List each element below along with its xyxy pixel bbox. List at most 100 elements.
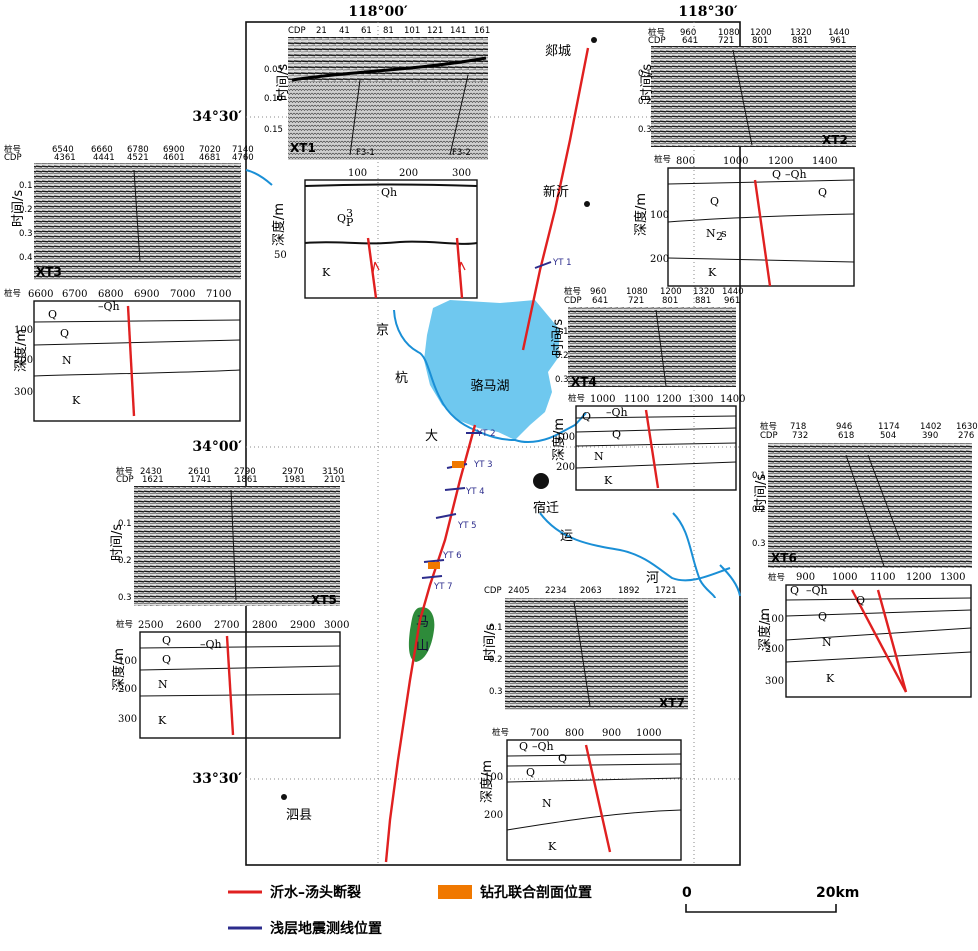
svg-text:桩号: 桩号 [654,154,671,165]
svg-text:桩号: 桩号 [4,144,21,155]
svg-text:1861: 1861 [236,475,258,485]
svg-text:100: 100 [484,772,503,783]
legend: 沂水–汤头断裂 钻孔联合剖面位置 浅层地震测线位置 0 20km [228,884,859,937]
svg-text:2970: 2970 [282,467,304,477]
svg-text:1741: 1741 [190,475,212,485]
svg-text:深度/m: 深度/m [757,608,773,651]
svg-text:276: 276 [958,431,974,441]
svg-text:1000: 1000 [636,728,661,739]
svg-text:200: 200 [118,684,137,695]
svg-text:1200: 1200 [656,394,681,405]
svg-text:桩号: 桩号 [768,572,785,583]
scale-20km: 20km [816,885,859,901]
river-east [672,512,716,599]
svg-text:1981: 1981 [284,475,306,485]
xt7-section [505,598,688,710]
svg-text:Q: Q [818,610,827,623]
city-xinyi: 新沂 [543,184,569,200]
svg-text:深度/m: 深度/m [551,418,567,461]
svg-text:7020: 7020 [199,145,221,155]
xt2-section [651,46,856,147]
svg-text:1320: 1320 [693,287,715,297]
svg-text:Q: Q [612,428,621,441]
svg-text:0.10: 0.10 [264,94,283,104]
svg-text:Q: Q [790,584,799,597]
svg-text:1200: 1200 [750,28,772,38]
svg-text:XT5: XT5 [311,593,337,607]
svg-text:0.2: 0.2 [19,205,33,215]
xt6-section [768,443,972,568]
yt7-label: YT 7 [433,582,453,592]
svg-text:0.2: 0.2 [118,556,132,566]
svg-text:0.3: 0.3 [118,593,132,603]
svg-text:6660: 6660 [91,145,113,155]
canal-label-jing: 京 [376,323,389,338]
svg-text:时间/s: 时间/s [483,624,498,661]
jinghang-canal-north [393,309,587,443]
svg-text:700: 700 [530,728,549,739]
svg-text:0.1: 0.1 [489,623,503,633]
svg-text:P: P [346,216,354,229]
lat-label-33-30: 33°30′ [192,771,242,787]
river-nw [245,169,273,186]
svg-text:6540: 6540 [52,145,74,155]
svg-text:3150: 3150 [322,467,344,477]
svg-text:时间/s: 时间/s [551,319,566,356]
svg-text:F3-2: F3-2 [452,148,471,158]
svg-text:200: 200 [765,644,784,655]
yt1-line [534,261,552,269]
svg-text:4441: 4441 [93,153,115,163]
svg-text:XT2: XT2 [822,133,848,147]
svg-text:1400: 1400 [812,156,837,167]
xt4-section [568,307,736,387]
svg-text:200: 200 [14,355,33,366]
svg-text:Q: Q [60,327,69,340]
svg-text:801: 801 [662,296,678,306]
legend-seismic-label: 浅层地震测线位置 [270,920,382,937]
svg-text:200: 200 [484,810,503,821]
svg-text:CDP: CDP [4,153,22,163]
svg-text:N: N [158,678,168,691]
svg-text:961: 961 [724,296,740,306]
svg-text:300: 300 [118,714,137,725]
svg-text:1100: 1100 [624,394,649,405]
yt7-line [421,575,443,579]
svg-text:200: 200 [556,462,575,473]
svg-text:300: 300 [14,387,33,398]
svg-text:F3-1: F3-1 [356,148,375,158]
svg-text:N: N [706,227,716,240]
svg-text:0.05: 0.05 [264,65,283,75]
svg-text:Q: Q [582,410,591,423]
svg-text:1200: 1200 [660,287,682,297]
svg-text:CDP: CDP [484,586,502,596]
svg-text:100: 100 [118,656,137,667]
svg-text:2405: 2405 [508,586,530,596]
svg-text:2101: 2101 [324,475,346,485]
legend-drill-label: 钻孔联合剖面位置 [480,884,592,901]
svg-text:4361: 4361 [54,153,76,163]
svg-text:0.1: 0.1 [555,327,569,337]
yt3-label: YT 3 [473,460,493,470]
svg-text:–Qh: –Qh [606,406,628,419]
svg-text:时间/s: 时间/s [110,524,125,561]
river-se [719,564,741,597]
svg-text:时间/s: 时间/s [640,64,655,101]
svg-text:881: 881 [695,296,711,306]
svg-text:Q: Q [558,752,567,765]
svg-text:深度/m: 深度/m [479,760,495,803]
svg-text:Q: Q [818,186,827,199]
svg-text:N: N [822,636,832,649]
svg-text:3: 3 [346,207,353,220]
svg-text:–Qh: –Qh [806,584,828,597]
svg-text:900: 900 [796,572,815,583]
drill-marker-1 [452,461,464,468]
svg-text:CDP: CDP [116,475,134,485]
svg-text:桩号: 桩号 [492,727,509,738]
svg-text:2234: 2234 [545,586,567,596]
svg-text:N: N [594,450,604,463]
